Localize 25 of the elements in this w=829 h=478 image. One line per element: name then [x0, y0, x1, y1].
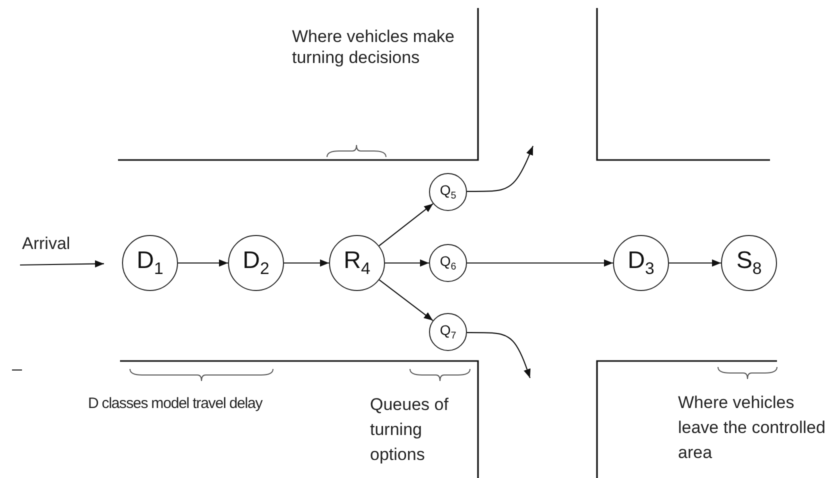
state-circle — [429, 244, 467, 282]
node-label: R$_{4}$ — [344, 248, 370, 278]
node-label: Q$_{6}$ — [440, 254, 456, 272]
arrow — [284, 259, 329, 267]
arrow — [20, 260, 104, 268]
arrow — [669, 259, 721, 267]
annotation-text: D classes model travel delay — [88, 394, 264, 413]
annotation-text: Where vehicles make turning decisions — [292, 26, 456, 68]
state-circle — [429, 313, 467, 351]
arrow — [385, 259, 429, 267]
arrow — [467, 332, 531, 378]
node-label: Q$_{5}$ — [440, 182, 456, 202]
annotation-text: Queues of turning options — [370, 394, 450, 466]
arrow — [467, 146, 534, 192]
node-label: Q$_{7}$ — [440, 322, 456, 342]
annotation-text: Where vehicles leave the controlled area — [678, 392, 826, 464]
state-circle — [429, 173, 467, 211]
arrow — [378, 279, 434, 321]
node-label: D$_{3}$ — [628, 248, 654, 278]
node-label: S$_{8}$ — [736, 248, 762, 278]
node-label: D$_{2}$ — [242, 248, 270, 278]
arrow — [178, 259, 228, 267]
node-label: D$_{1}$ — [136, 248, 164, 278]
arrow — [467, 259, 613, 267]
arrow — [378, 203, 434, 246]
